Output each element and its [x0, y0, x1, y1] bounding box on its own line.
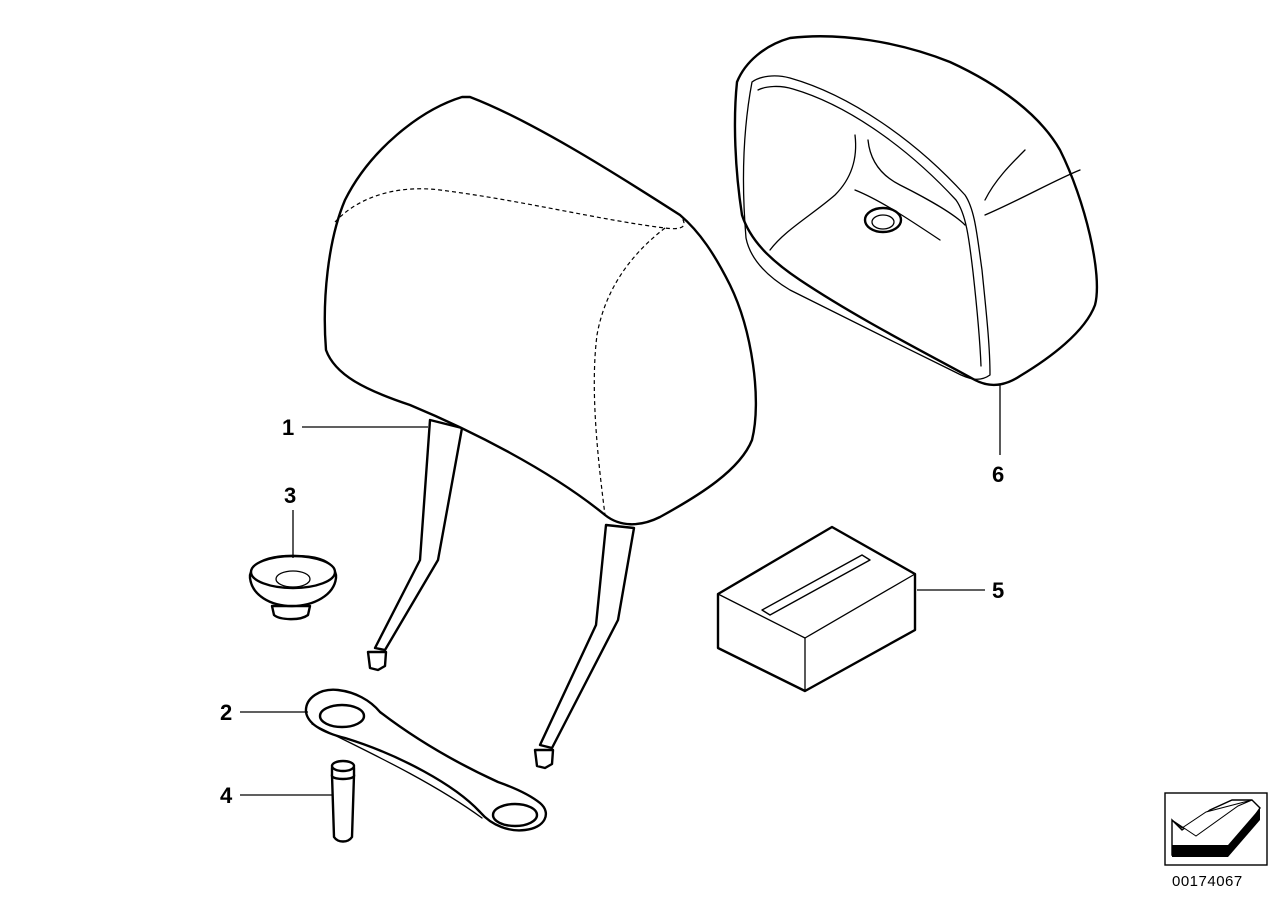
- headrest-part[interactable]: [323, 95, 758, 770]
- callout-1: 1: [282, 415, 294, 440]
- diagram-reference-number: 00174067: [1172, 873, 1243, 890]
- callout-5: 5: [992, 578, 1004, 603]
- callout-6: 6: [992, 462, 1004, 487]
- callout-labels: 1 2 3 4 5 6: [220, 415, 1004, 808]
- direction-indicator: [1164, 792, 1268, 866]
- leader-lines: [240, 385, 1001, 796]
- bracket-part[interactable]: [304, 688, 547, 832]
- headrest-cover-part[interactable]: [733, 35, 1099, 387]
- callout-4: 4: [220, 783, 233, 808]
- callout-2: 2: [220, 700, 232, 725]
- pin-part[interactable]: [330, 759, 356, 843]
- arrow-down-left-icon: [1171, 799, 1261, 857]
- callout-3: 3: [284, 483, 296, 508]
- box-part[interactable]: [716, 525, 917, 693]
- grommet-part[interactable]: [248, 554, 338, 621]
